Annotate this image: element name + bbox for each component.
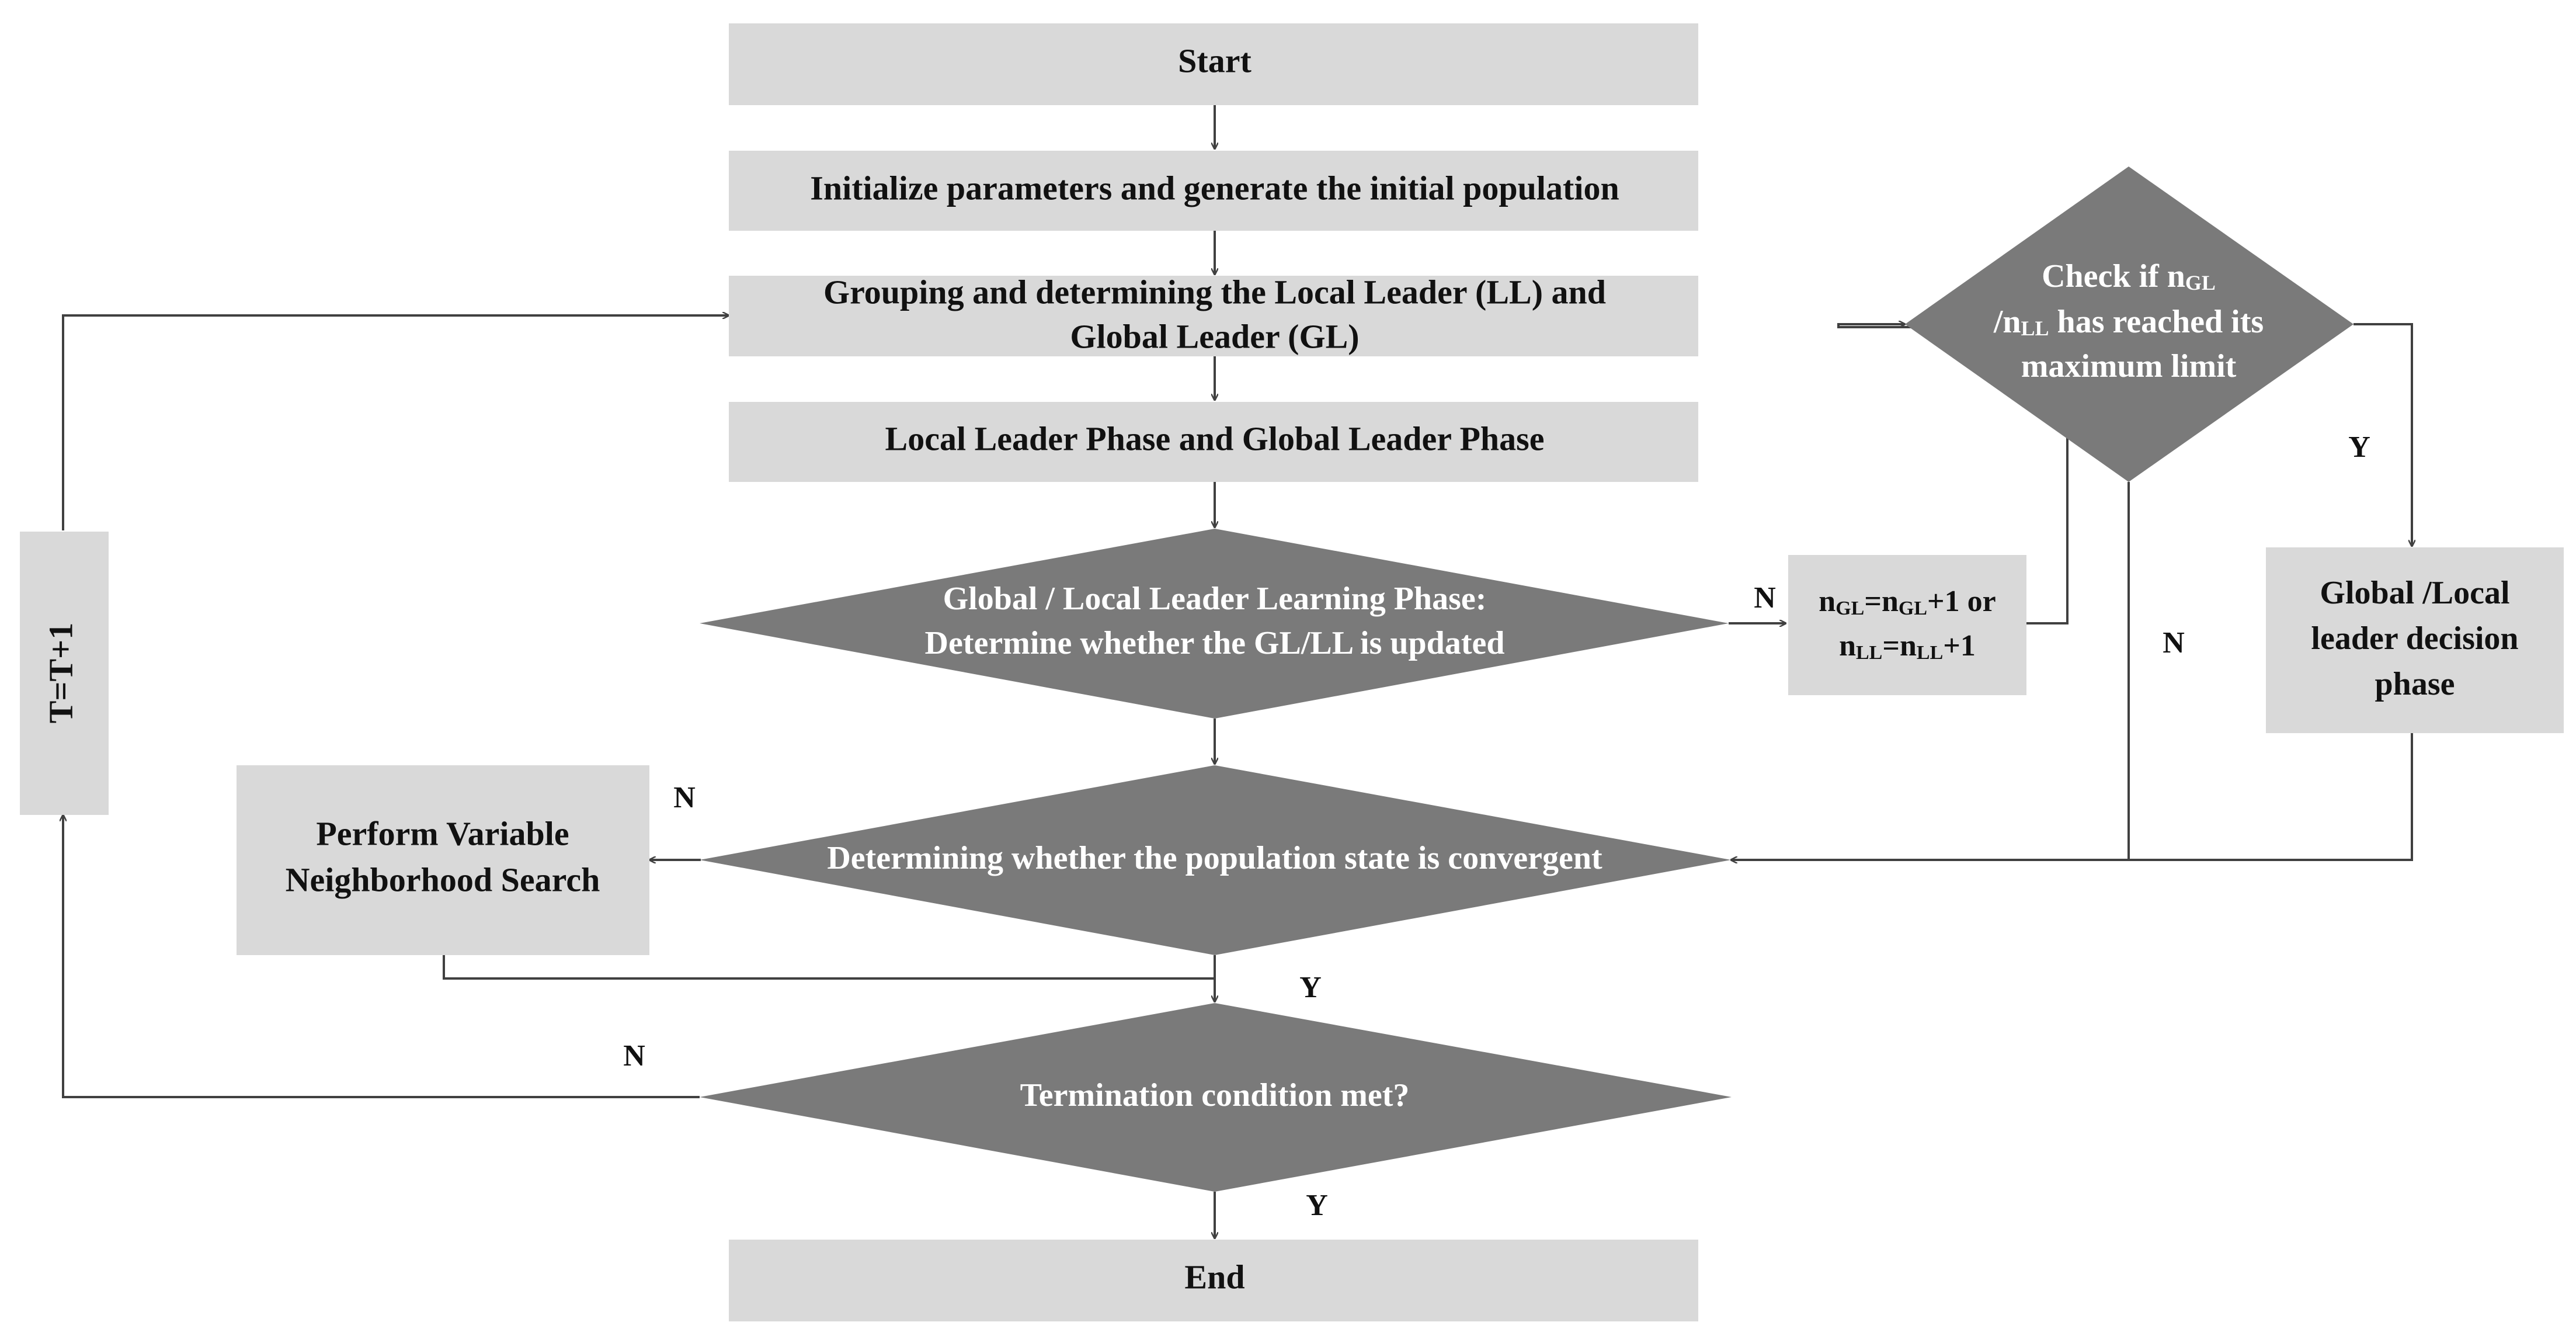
convergent-no-label: N [673, 781, 696, 814]
decision-label-line3: phase [2375, 666, 2455, 702]
diamond-termination: Termination condition met? [700, 1003, 1732, 1192]
edge-increment-grouping [62, 315, 729, 530]
edge-labels: N Y N N Y N Y [623, 431, 2370, 1222]
check-label-line3: maximum limit [2021, 348, 2237, 384]
check-label-line1: Check if nGL [2042, 258, 2216, 294]
end-label: End [1184, 1258, 1244, 1296]
termination-label: Termination condition met? [1020, 1077, 1410, 1113]
node-vns: Perform Variable Neighborhood Search [237, 765, 649, 955]
convergent-label: Determining whether the population state… [827, 840, 1602, 876]
grouping-label-line1: Grouping and determining the Local Leade… [823, 273, 1606, 311]
learning-no-label: N [1754, 581, 1776, 615]
counter-label-line1: nGL=nGL+1 or [1819, 585, 1996, 619]
diamond-convergent: Determining whether the population state… [700, 765, 1731, 955]
vns-label-line2: Neighborhood Search [286, 860, 600, 898]
init-label: Initialize parameters and generate the i… [810, 169, 1619, 207]
node-grouping: Grouping and determining the Local Leade… [729, 273, 1698, 356]
edge-decision-convergent [1731, 733, 2413, 860]
node-leader-phase: Local Leader Phase and Global Leader Pha… [729, 402, 1698, 482]
vns-label-line1: Perform Variable [316, 814, 569, 852]
grouping-label-line2: Global Leader (GL) [1070, 317, 1359, 355]
termination-no-label: N [623, 1039, 645, 1073]
check-no-label: N [2163, 626, 2185, 660]
edge-termination-increment [63, 815, 700, 1098]
node-end: End [729, 1240, 1698, 1321]
termination-yes-label: Y [1306, 1189, 1328, 1222]
edge-counter-check [1837, 324, 1905, 326]
node-increment: T=T+1 [20, 532, 109, 815]
diamond-check-limit: Check if nGL /nLL has reached its maximu… [1905, 166, 2353, 482]
node-counter: nGL=nGL+1 or nLL=nLL+1 [1788, 555, 2026, 695]
node-start: Start [729, 23, 1698, 105]
node-leader-decision: Global /Local leader decision phase [2266, 547, 2564, 733]
convergent-yes-label: Y [1299, 971, 1322, 1004]
decision-label-line2: leader decision [2311, 620, 2518, 657]
connectors [63, 105, 2412, 1238]
diamond-learning: Global / Local Leader Learning Phase: De… [700, 529, 1729, 719]
learning-label-line2: Determine whether the GL/LL is updated [925, 625, 1505, 661]
check-yes-label: Y [2348, 431, 2370, 464]
check-label-line2: /nLL has reached its [1993, 304, 2264, 340]
edge-check-decision [2353, 323, 2412, 546]
decision-label-line1: Global /Local [2320, 575, 2509, 611]
counter-label-line2: nLL=nLL+1 [1839, 629, 1976, 664]
node-init: Initialize parameters and generate the i… [729, 151, 1698, 231]
increment-label: T=T+1 [41, 623, 79, 723]
learning-label-line1: Global / Local Leader Learning Phase: [943, 581, 1487, 617]
leader-phase-label: Local Leader Phase and Global Leader Pha… [885, 419, 1545, 457]
edge-vns-termination [443, 955, 1215, 980]
start-label: Start [1178, 41, 1252, 79]
